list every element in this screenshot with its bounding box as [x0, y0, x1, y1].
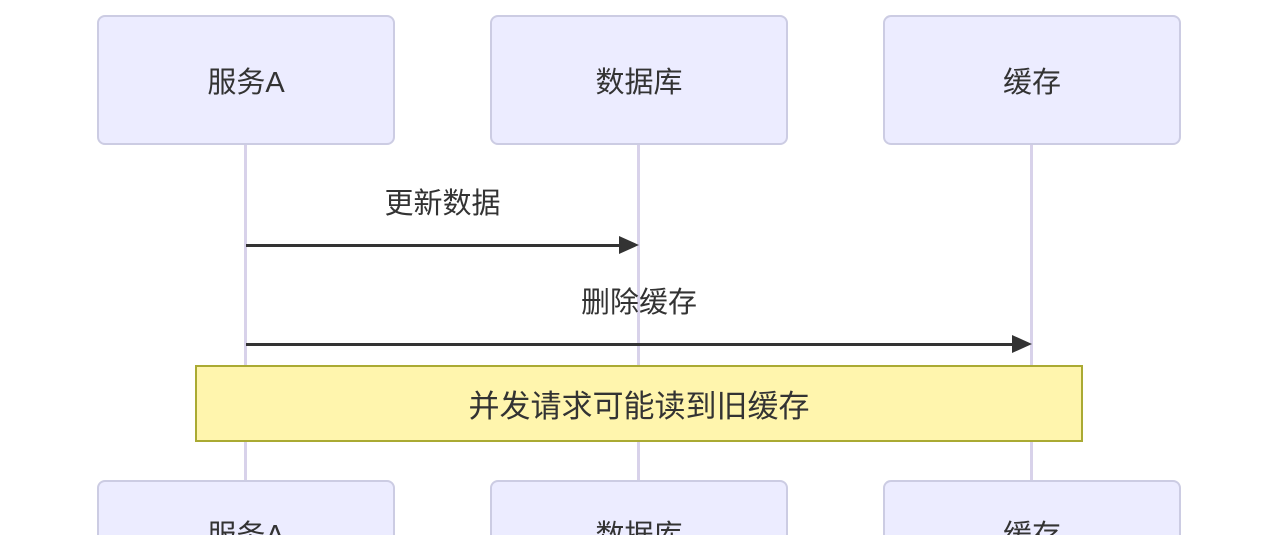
actor-label: 数据库 [595, 512, 682, 535]
lifeline-database [637, 145, 640, 480]
message-line-delete-cache [246, 343, 1015, 346]
note-label: 并发请求可能读到旧缓存 [468, 389, 810, 424]
actor-box-cache-top: 缓存 [883, 15, 1181, 145]
arrowhead-right-icon [619, 236, 639, 254]
message-label-delete-cache: 删除缓存 [580, 287, 697, 319]
note-box: 并发请求可能读到旧缓存 [195, 365, 1083, 442]
actor-label: 缓存 [1002, 67, 1061, 99]
actor-box-database-top: 数据库 [490, 15, 788, 145]
actor-box-database-bottom: 数据库 [490, 480, 788, 535]
arrowhead-right-icon [1012, 335, 1032, 353]
actor-label: 缓存 [1003, 512, 1061, 535]
actor-box-service-a-top: 服务A [97, 15, 395, 145]
lifeline-service-a [244, 145, 247, 480]
actor-label: 服务A [207, 67, 285, 99]
actor-box-cache-bottom: 缓存 [883, 480, 1181, 535]
actor-label: 服务A [207, 512, 284, 535]
actor-label: 数据库 [595, 67, 683, 99]
actor-box-service-a-bottom: 服务A [97, 480, 395, 535]
lifeline-cache [1030, 145, 1033, 480]
message-label-update-data: 更新数据 [384, 188, 501, 220]
message-line-update-data [246, 244, 622, 247]
